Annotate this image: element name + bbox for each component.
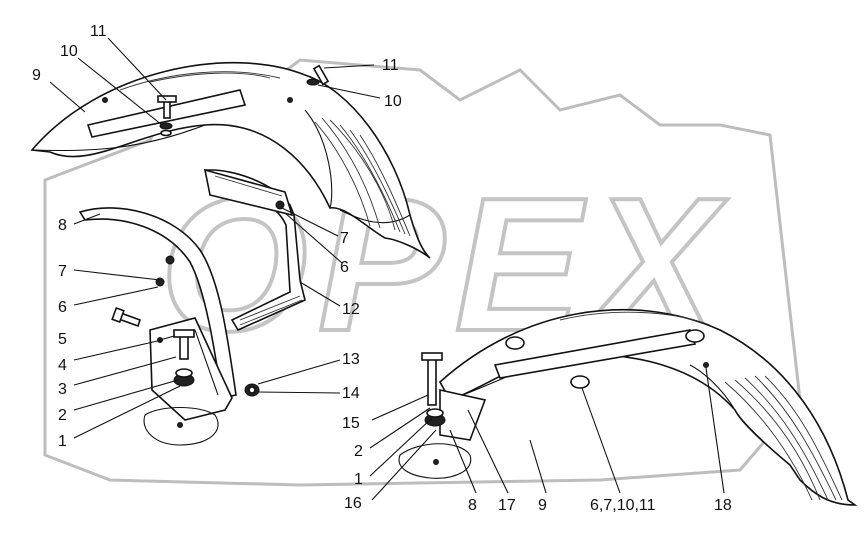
callout-3: 3 xyxy=(58,381,67,398)
callout-8-left: 8 xyxy=(58,217,67,234)
callout-11-right: 11 xyxy=(382,57,399,74)
callout-8-bottom: 8 xyxy=(468,497,477,514)
nut-14 xyxy=(244,383,260,397)
callout-6-left: 6 xyxy=(58,299,67,316)
callout-1-left: 1 xyxy=(58,433,67,450)
callout-9-bottom: 9 xyxy=(538,497,547,514)
callout-13: 13 xyxy=(342,351,360,368)
callout-10-top: 10 xyxy=(60,43,78,60)
fender-ribbing xyxy=(119,71,411,237)
callout-15: 15 xyxy=(342,415,360,432)
callout-5: 5 xyxy=(58,331,67,348)
callout-7-left: 7 xyxy=(58,263,67,280)
callout-4: 4 xyxy=(58,357,67,374)
callout-1-right: 1 xyxy=(354,471,363,488)
callout-11-top: 11 xyxy=(90,23,107,40)
callout-2-right: 2 xyxy=(354,443,363,460)
callout-10-right: 10 xyxy=(384,93,402,110)
clamp-right xyxy=(398,352,487,479)
callout-17: 17 xyxy=(498,497,516,514)
right-fender-ribbing xyxy=(559,311,843,501)
callout-9-top: 9 xyxy=(32,67,41,84)
bolt-5 xyxy=(111,306,142,328)
callout-18: 18 xyxy=(714,497,732,514)
callout-7-right: 7 xyxy=(340,230,349,247)
bolt-11-right xyxy=(306,64,330,86)
callout-6-right: 6 xyxy=(340,259,349,276)
callout-labels: 11 10 9 11 10 8 7 6 7 6 5 12 4 3 13 2 14… xyxy=(32,23,732,514)
callout-2-left: 2 xyxy=(58,407,67,424)
leader-lines xyxy=(49,37,725,501)
right-fender xyxy=(438,308,858,506)
callout-16: 16 xyxy=(344,495,362,512)
callout-12: 12 xyxy=(342,301,360,318)
callout-6-7-10-11: 6,7,10,11 xyxy=(590,497,656,514)
bolt-11-left xyxy=(157,95,177,137)
clamp-left xyxy=(143,317,233,446)
callout-14: 14 xyxy=(342,385,360,402)
